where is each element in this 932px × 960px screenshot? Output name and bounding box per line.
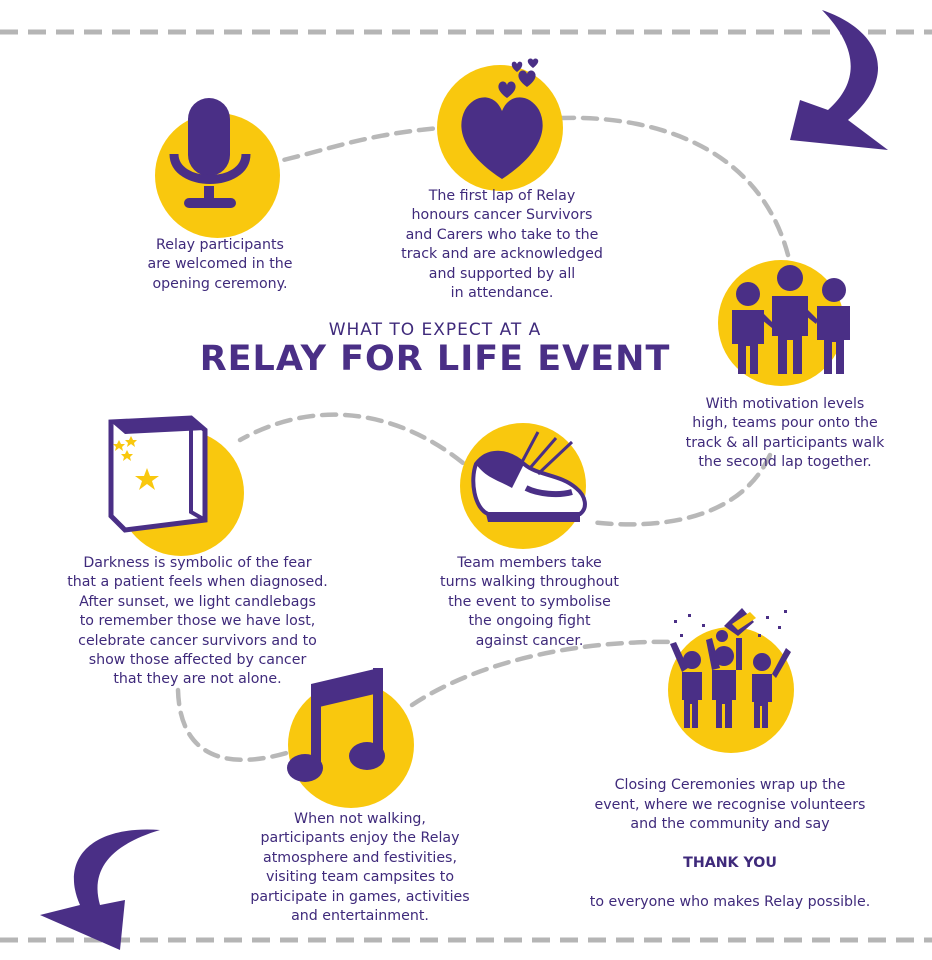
heading-title: RELAY FOR LIFE EVENT [199,339,671,379]
music-note-icon [287,668,385,782]
step-7-text-before: Closing Ceremonies wrap up the event, wh… [594,777,866,833]
heading-subtitle: WHAT TO EXPECT AT A [328,320,542,340]
top-right-arrow [790,10,888,150]
microphone-icon [169,98,251,208]
path-segment-2 [557,115,791,258]
step-2-caption: The first lap of Relay honours cancer Su… [401,188,603,302]
path-segment-3 [587,452,773,527]
step-7-text-after: to everyone who makes Relay possible. [589,893,871,910]
step-7-caption: Closing Ceremonies wrap up the event, wh… [575,757,885,932]
celebration-trophy-icon [670,608,791,728]
bottom-left-arrow [40,829,160,950]
step-5-caption: Darkness is symbolic of the fear that a … [67,555,328,688]
step-6-caption: When not walking, participants enjoy the… [250,811,470,925]
hearts-icon [461,58,543,179]
path-segment-4 [237,412,483,481]
path-segment-1 [259,125,443,168]
sneaker-icon [471,431,587,522]
group-people-icon [732,265,850,374]
path-segment-6 [409,639,679,708]
step-3-caption: With motivation levels high, teams pour … [685,396,885,471]
music-circle [288,682,414,808]
step-4-caption: Team members take turns walking througho… [440,555,619,649]
path-segment-5 [175,687,293,763]
step-1-caption: Relay participants are welcomed in the o… [147,237,293,292]
step-7-thank-you: THANK YOU [683,855,777,872]
candlebag-icon [108,415,208,533]
